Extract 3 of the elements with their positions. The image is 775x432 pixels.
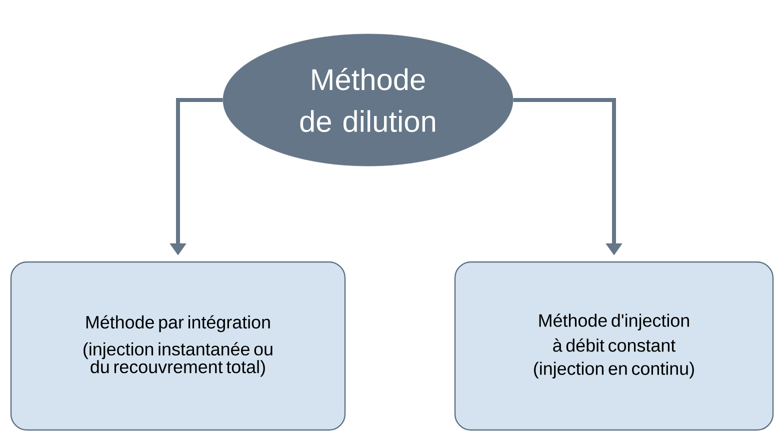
process-box: Méthode par intégration (injection instantanée ou du recouvrement total)	[10, 261, 346, 431]
ellipse-node: Méthode de dilution	[222, 34, 514, 166]
process-box: Méthode d'injection à débit constant (injection en continu)	[454, 261, 774, 431]
